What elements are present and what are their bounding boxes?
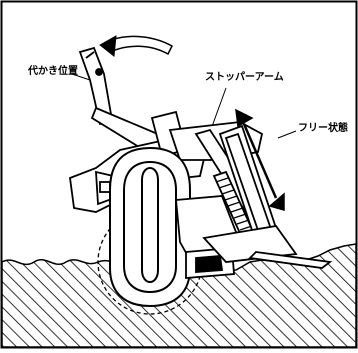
rotation-arrow (105, 35, 173, 56)
label-shirokaki-position: 代かき位置 (28, 66, 78, 77)
leader-shiro (71, 73, 91, 81)
free-state-arrow (235, 108, 285, 211)
label-stopper-arm: ストッパーアーム (205, 72, 284, 83)
leader-free (277, 130, 297, 139)
rotation-arrow-head (99, 35, 117, 57)
label-free-state: フリー状態 (298, 123, 348, 134)
free-plate (202, 124, 333, 269)
